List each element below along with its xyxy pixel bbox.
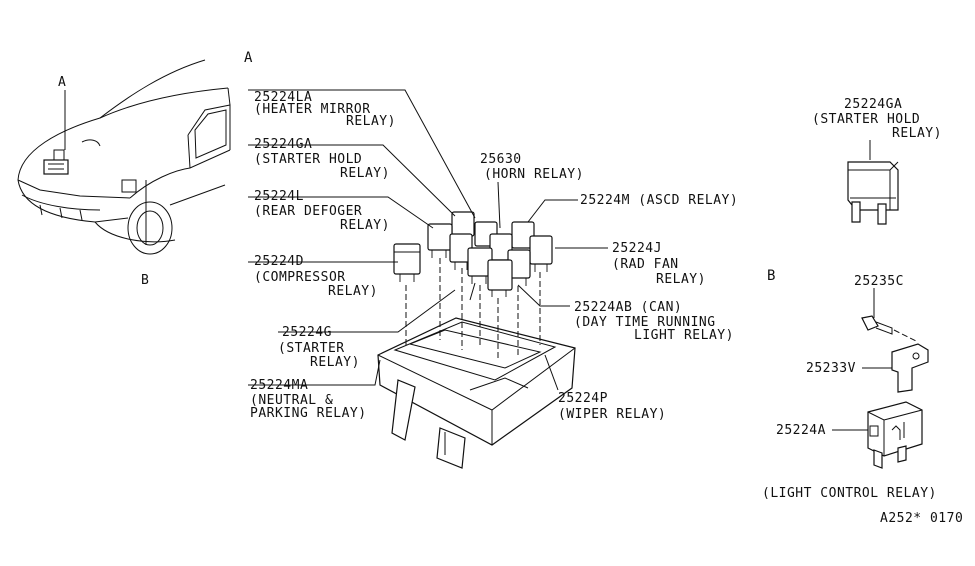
label-25224la-line-2: RELAY)	[346, 114, 396, 129]
label-25224p: 25224P (WIPER RELAY)	[558, 391, 666, 422]
label-25630-line-18: 25630	[480, 152, 522, 167]
label-25224ma-line-16: (NEUTRAL &	[250, 393, 333, 408]
car-sketch: A B	[17, 59, 231, 288]
label-25224j: 25224J (RAD FAN RELAY)	[612, 241, 706, 287]
label-light-control: (LIGHT CONTROL RELAY)	[762, 486, 937, 501]
label-25630: 25630 (HORN RELAY)	[480, 152, 584, 182]
label-25224la-line-1: (HEATER MIRROR	[254, 102, 371, 117]
label-25224a-line-34: 25224A	[776, 423, 826, 438]
label-25224la-line-0: 25224LA	[254, 90, 312, 105]
label-light-control-line-35: (LIGHT CONTROL RELAY)	[762, 486, 937, 501]
label-25224j-line-23: RELAY)	[656, 272, 706, 287]
label-25235c-line-32: 25235C	[854, 274, 904, 289]
light-control-relay	[832, 401, 923, 469]
bracket-25233v	[862, 343, 929, 393]
label-25233v-line-33: 25233V	[806, 361, 856, 376]
label-25224m: 25224M (ASCD RELAY)	[580, 193, 738, 208]
label-25224ga-side-line-29: 25224GA	[844, 97, 902, 112]
label-25224ma-line-15: 25224MA	[250, 378, 308, 393]
label-25224ga-main: 25224GA (STARTER HOLD RELAY)	[254, 137, 390, 181]
label-25224d: 25224D (COMPRESSOR RELAY)	[254, 254, 378, 299]
label-25224l-line-6: 25224L	[254, 189, 304, 204]
label-25224ga-main-line-5: RELAY)	[340, 166, 390, 181]
label-25224g-line-13: (STARTER	[278, 341, 345, 356]
label-25224ab-line-26: LIGHT RELAY)	[634, 328, 734, 343]
label-25224d-line-11: RELAY)	[328, 284, 378, 299]
label-25224g: 25224G (STARTER RELAY)	[278, 325, 360, 370]
relay-cluster	[427, 211, 553, 297]
view-b-heading: B	[767, 268, 776, 284]
label-25224ga-side-line-31: RELAY)	[892, 126, 942, 141]
label-25224j-line-21: 25224J	[612, 241, 662, 256]
label-25224a: 25224A	[776, 423, 826, 438]
label-25224g-line-14: RELAY)	[310, 355, 360, 370]
label-25224ab-line-24: 25224AB (CAN)	[574, 300, 682, 315]
bolt-25235c	[861, 288, 919, 343]
label-25224ab-line-25: (DAY TIME RUNNING	[574, 315, 716, 330]
label-25224ga-main-line-4: (STARTER HOLD	[254, 152, 362, 167]
compressor-relay	[393, 243, 421, 282]
label-25224ma: 25224MA (NEUTRAL & PARKING RELAY)	[250, 378, 367, 421]
car-view-a-label: A	[58, 75, 66, 90]
label-25224ab: 25224AB (CAN) (DAY TIME RUNNING LIGHT RE…	[574, 300, 734, 343]
label-25224g-line-12: 25224G	[282, 325, 332, 340]
label-25224p-line-27: 25224P	[558, 391, 608, 406]
label-25224j-line-22: (RAD FAN	[612, 257, 679, 272]
label-25224l: 25224L (REAR DEFOGER RELAY)	[254, 189, 390, 233]
label-25224ma-line-17: PARKING RELAY)	[250, 406, 367, 421]
assembly-lines	[405, 258, 541, 360]
car-view-b-label: B	[141, 273, 149, 288]
label-25224d-line-9: 25224D	[254, 254, 304, 269]
starter-hold-relay-side	[847, 140, 899, 225]
label-25224d-line-10: (COMPRESSOR	[254, 270, 346, 285]
label-25235c: 25235C	[854, 274, 904, 289]
label-25630-line-19: (HORN RELAY)	[484, 167, 584, 182]
label-25224la: 25224LA (HEATER MIRROR RELAY)	[254, 90, 396, 129]
view-a-heading: A	[244, 50, 253, 66]
label-25224ga-main-line-3: 25224GA	[254, 137, 312, 152]
leader-lines	[248, 89, 608, 391]
label-25224l-line-7: (REAR DEFOGER	[254, 204, 362, 219]
label-25224p-line-28: (WIPER RELAY)	[558, 407, 666, 422]
label-25224l-line-8: RELAY)	[340, 218, 390, 233]
drawing-code: A252* 0170	[880, 511, 963, 526]
relay-box	[377, 317, 576, 469]
label-25224ga-side-line-30: (STARTER HOLD	[812, 112, 920, 127]
label-25224ga-side: 25224GA (STARTER HOLD RELAY)	[812, 97, 942, 141]
label-25224m-line-20: 25224M (ASCD RELAY)	[580, 193, 738, 208]
label-25233v: 25233V	[806, 361, 856, 376]
